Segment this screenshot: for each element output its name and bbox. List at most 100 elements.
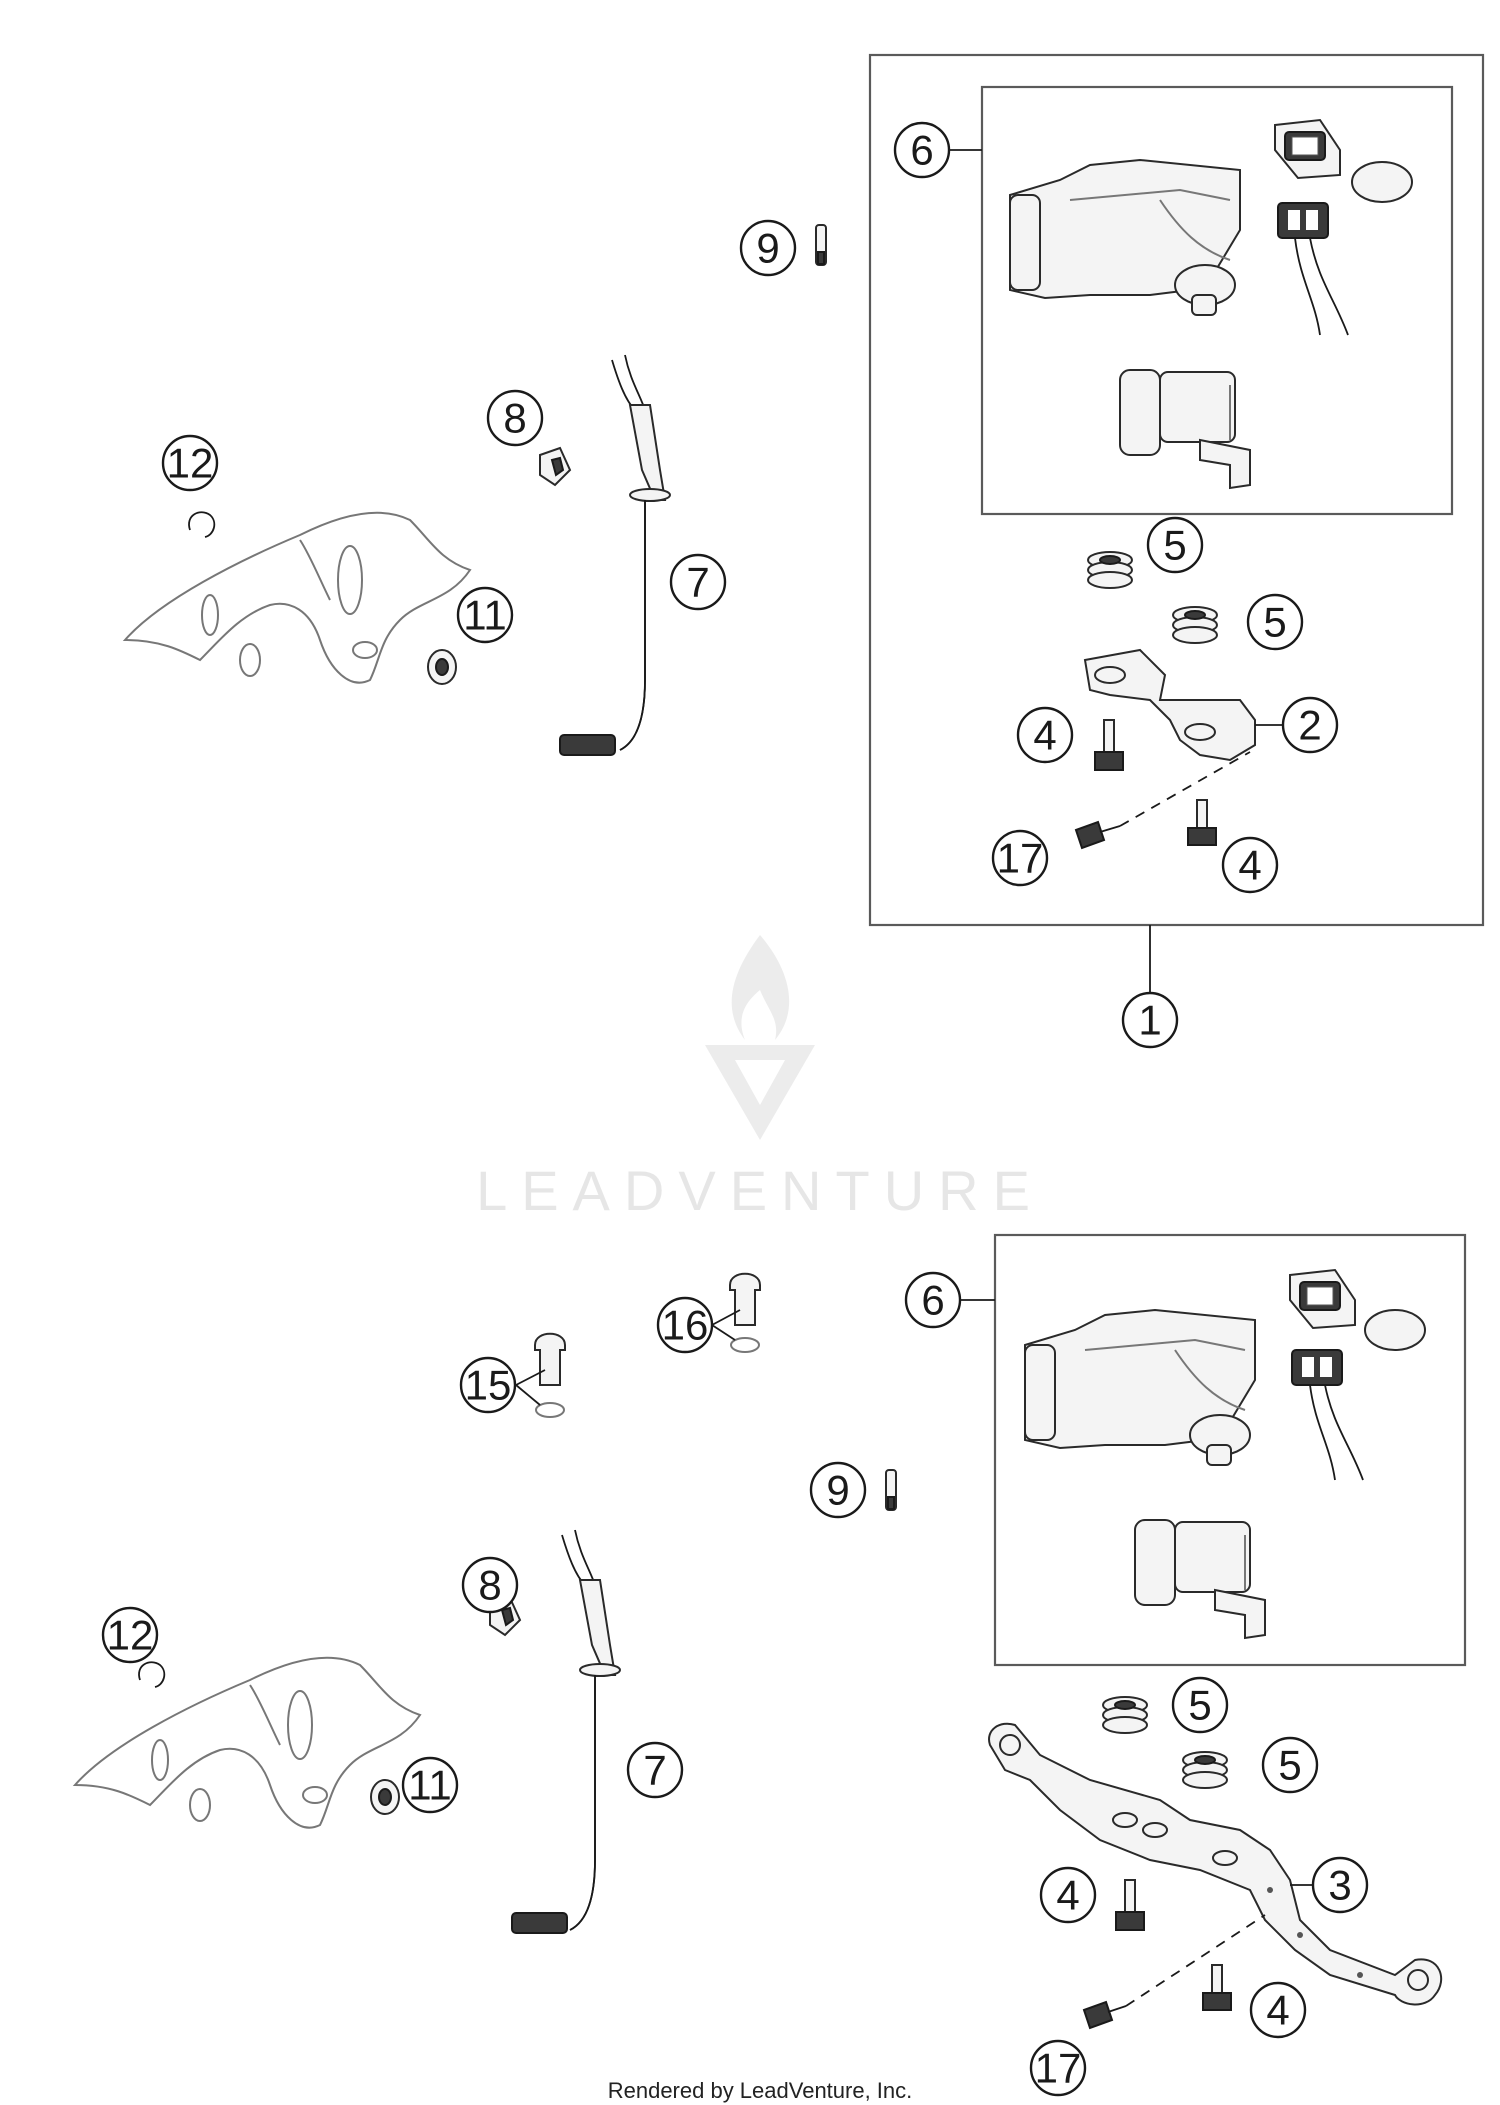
svg-text:5: 5 [1163, 522, 1186, 569]
bushing-11-bottom [370, 1779, 400, 1815]
svg-text:4: 4 [1033, 712, 1056, 759]
connector-plug-bottom [1291, 1349, 1364, 1481]
svg-text:8: 8 [503, 395, 526, 442]
screw-4a-bottom [1115, 1879, 1145, 1931]
switch-block-bottom [1134, 1519, 1266, 1640]
connector-plug [1277, 202, 1349, 336]
callout-top-1: 1 [1121, 991, 1179, 1049]
switch-housing-frame-6 [980, 85, 1454, 516]
screw-17 [1074, 751, 1251, 850]
callout-bottom-7: 7 [626, 1741, 684, 1799]
callout-top-9: 9 [739, 219, 797, 277]
callout-top-6: 6 [893, 121, 951, 179]
callout-bottom-15: 15 [459, 1356, 517, 1414]
leader-line-16b [711, 1324, 736, 1341]
callout-bottom-16: 16 [656, 1296, 714, 1354]
watermark-v-logo-icon [705, 1045, 815, 1140]
bushing-11 [427, 649, 457, 685]
pin-9-bottom [885, 1469, 897, 1511]
svg-text:7: 7 [643, 1747, 666, 1794]
callout-top-5b: 5 [1246, 593, 1304, 651]
display-unit [1274, 118, 1341, 180]
switch-housing-6-bottom [1024, 1308, 1256, 1466]
callout-bottom-17: 17 [1029, 2039, 1087, 2097]
callout-bottom-11: 11 [401, 1756, 459, 1814]
svg-text:1: 1 [1138, 997, 1161, 1044]
svg-text:11: 11 [408, 1762, 452, 1809]
speed-cable-7 [559, 354, 671, 756]
callout-top-7: 7 [669, 553, 727, 611]
svg-text:7: 7 [686, 559, 709, 606]
display-unit-bottom [1289, 1268, 1356, 1330]
screw-4b-bottom [1202, 1964, 1232, 2011]
callout-top-5a: 5 [1146, 516, 1204, 574]
engine-cover-outline-bottom [72, 1656, 422, 1829]
callout-bottom-5b: 5 [1261, 1736, 1319, 1794]
screw-4b [1187, 799, 1217, 846]
callout-top-8: 8 [486, 389, 544, 447]
circlip-12 [188, 511, 216, 538]
svg-text:3: 3 [1328, 1862, 1351, 1909]
engine-cover-outline [122, 511, 472, 684]
spring-5a-bottom [1102, 1696, 1148, 1734]
svg-text:16: 16 [662, 1302, 709, 1349]
svg-text:12: 12 [107, 1612, 154, 1659]
callout-top-2: 2 [1281, 696, 1339, 754]
svg-text:17: 17 [997, 835, 1044, 882]
kit-frame-1 [868, 53, 1485, 927]
svg-text:5: 5 [1188, 1682, 1211, 1729]
bottom-assembly: 3 4 4 5 5 6 7 8 9 11 12 15 16 17 [72, 1233, 1467, 2097]
svg-text:6: 6 [921, 1277, 944, 1324]
leader-line-15b [515, 1384, 541, 1406]
callout-top-4a: 4 [1016, 706, 1074, 764]
svg-text:4: 4 [1266, 1987, 1289, 2034]
svg-text:5: 5 [1263, 599, 1286, 646]
spring-5a [1087, 551, 1133, 589]
lens-cap [1351, 161, 1413, 203]
svg-text:2: 2 [1298, 702, 1321, 749]
top-assembly: 1 2 4 4 5 5 6 7 8 9 11 12 17 [122, 53, 1485, 1049]
callout-bottom-12: 12 [101, 1606, 159, 1664]
callout-top-11: 11 [456, 586, 514, 644]
bracket-2 [1083, 648, 1256, 762]
screw-17-bottom [1082, 1914, 1266, 2030]
watermark-flame-icon [731, 935, 790, 1040]
svg-text:17: 17 [1035, 2045, 1082, 2092]
callout-top-4b: 4 [1221, 836, 1279, 894]
svg-text:8: 8 [478, 1562, 501, 1609]
leader-line-16a [711, 1309, 741, 1326]
callout-bottom-4b: 4 [1249, 1981, 1307, 2039]
switch-housing-6 [1009, 158, 1241, 316]
svg-text:15: 15 [465, 1362, 512, 1409]
svg-text:11: 11 [463, 592, 507, 639]
speed-cable-7-bottom [511, 1529, 621, 1934]
pin-9 [815, 224, 827, 266]
watermark-brand: LEADVENTURE [476, 1159, 1044, 1222]
callout-top-17: 17 [991, 829, 1049, 887]
clip-8 [539, 446, 572, 487]
svg-text:4: 4 [1056, 1872, 1079, 1919]
svg-text:9: 9 [826, 1467, 849, 1514]
svg-text:6: 6 [910, 127, 933, 174]
footer-credit: Rendered by LeadVenture, Inc. [608, 2078, 913, 2103]
callout-bottom-3: 3 [1311, 1856, 1369, 1914]
callout-bottom-5a: 5 [1171, 1676, 1229, 1734]
callout-bottom-6: 6 [904, 1271, 962, 1329]
svg-text:4: 4 [1238, 842, 1261, 889]
spring-5b [1172, 606, 1218, 644]
svg-text:12: 12 [167, 440, 214, 487]
switch-block [1119, 369, 1251, 490]
svg-text:9: 9 [756, 225, 779, 272]
callout-bottom-9: 9 [809, 1461, 867, 1519]
callout-top-12: 12 [161, 434, 219, 492]
callout-bottom-8: 8 [461, 1556, 519, 1614]
switch-housing-frame-6-bottom [993, 1233, 1467, 1667]
spring-5b-bottom [1182, 1751, 1228, 1789]
circlip-12-bottom [138, 1661, 166, 1688]
leader-line-15a [515, 1369, 546, 1386]
screw-4a [1094, 719, 1124, 771]
lens-cap-bottom [1364, 1309, 1426, 1351]
callout-bottom-4a: 4 [1039, 1866, 1097, 1924]
watermark: LEADVENTURE [476, 935, 1044, 1222]
